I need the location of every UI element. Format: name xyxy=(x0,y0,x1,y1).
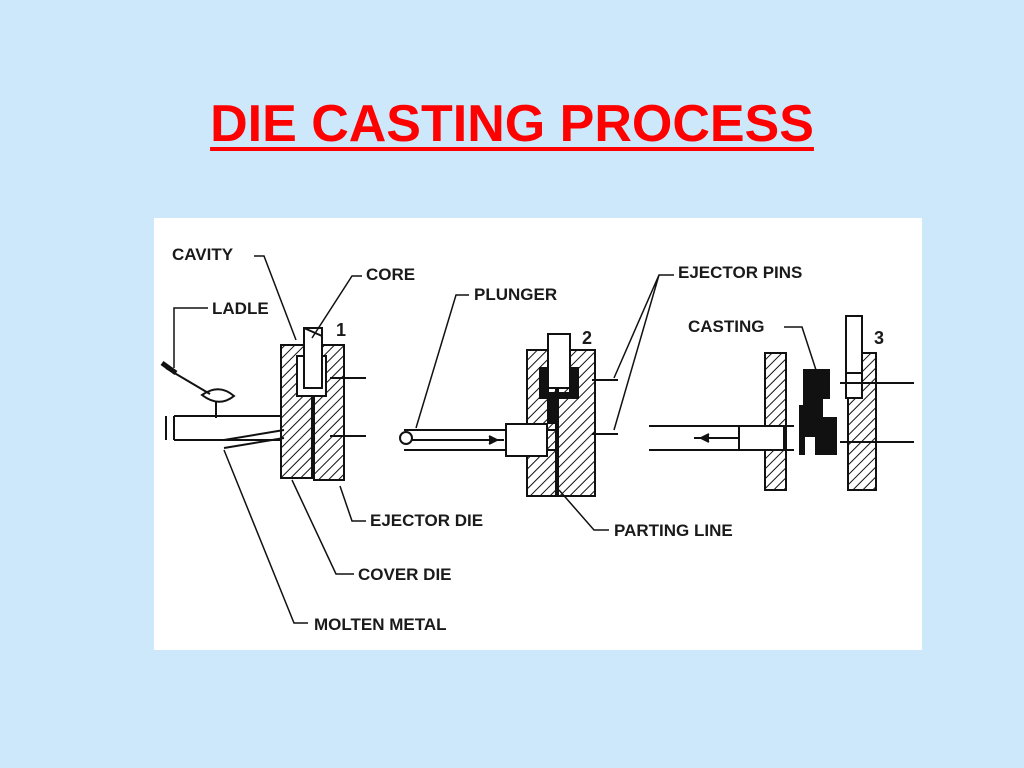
step-number-1: 1 xyxy=(336,320,346,340)
plunger-2 xyxy=(505,423,548,457)
core-2 xyxy=(547,333,571,389)
casting-2 xyxy=(539,367,579,424)
label-plunger: PLUNGER xyxy=(474,285,557,304)
leader-lines xyxy=(173,255,817,624)
label-molten-metal: MOLTEN METAL xyxy=(314,615,447,634)
label-ejector-die: EJECTOR DIE xyxy=(370,511,483,530)
core-1 xyxy=(303,327,323,389)
label-cover-die: COVER DIE xyxy=(358,565,452,584)
stage-1 xyxy=(160,327,366,481)
step-number-3: 3 xyxy=(874,328,884,348)
stage-3 xyxy=(649,315,914,491)
ladle-1 xyxy=(200,388,236,403)
label-ejector-pins: EJECTOR PINS xyxy=(678,263,802,282)
casting-3 xyxy=(799,369,837,455)
diagram-svg: CAVITY LADLE CORE PLUNGER EJECTOR PINS C… xyxy=(160,245,914,634)
die-casting-diagram: CAVITY LADLE CORE PLUNGER EJECTOR PINS C… xyxy=(154,218,922,650)
shot-sleeve-1 xyxy=(165,415,281,441)
slide-title: DIE CASTING PROCESS xyxy=(210,95,814,153)
label-core: CORE xyxy=(366,265,415,284)
label-cavity: CAVITY xyxy=(172,245,234,264)
core-3 xyxy=(845,315,863,374)
step-number-2: 2 xyxy=(582,328,592,348)
label-casting: CASTING xyxy=(688,317,765,336)
cover-die-3 xyxy=(764,352,787,491)
plunger-3 xyxy=(738,425,785,451)
stage-2 xyxy=(399,333,618,497)
label-parting-line: PARTING LINE xyxy=(614,521,733,540)
label-ladle: LADLE xyxy=(212,299,269,318)
